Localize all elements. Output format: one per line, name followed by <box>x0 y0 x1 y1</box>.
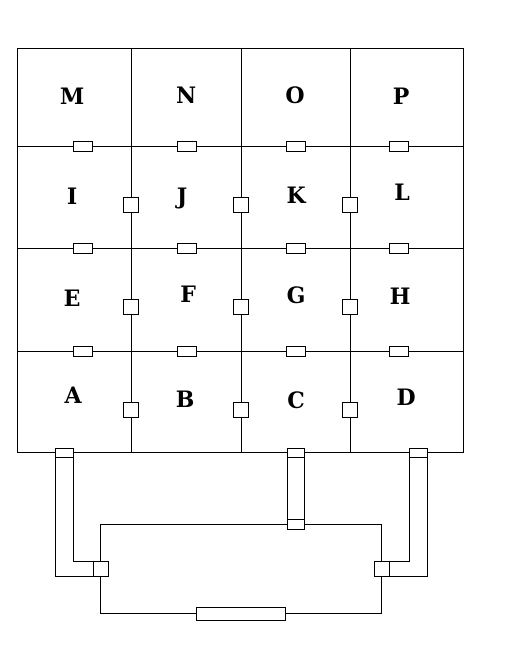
room-label: L <box>394 180 409 206</box>
corridor-right-inner <box>389 453 410 562</box>
door <box>73 346 93 357</box>
corridors <box>55 453 428 614</box>
door <box>177 346 197 357</box>
door <box>286 141 306 152</box>
room-label: F <box>180 282 196 308</box>
room-label: B <box>176 387 195 413</box>
door <box>177 141 197 152</box>
corridor-left-outer <box>55 453 93 577</box>
door <box>73 243 93 254</box>
room-label: J <box>175 184 187 210</box>
door <box>123 402 139 418</box>
door <box>389 243 409 254</box>
door <box>389 141 409 152</box>
door <box>177 243 197 254</box>
room-label: I <box>67 184 77 210</box>
door <box>123 299 139 315</box>
door <box>196 607 286 621</box>
door <box>342 402 358 418</box>
door <box>233 299 249 315</box>
door <box>287 519 305 530</box>
door <box>287 448 305 458</box>
corridor-doors <box>55 448 428 621</box>
room-label: N <box>176 83 196 109</box>
door <box>286 243 306 254</box>
corridor-loop-top-right <box>305 524 382 562</box>
door <box>123 197 139 213</box>
room-label: H <box>390 284 411 310</box>
room-label: G <box>287 283 306 309</box>
door <box>233 197 249 213</box>
door <box>233 402 249 418</box>
room-label: C <box>287 388 305 414</box>
corridor-loop-bottom-right <box>286 576 382 614</box>
door <box>93 561 109 577</box>
grid-border <box>17 48 464 453</box>
room-label: O <box>285 83 304 109</box>
door <box>374 561 390 577</box>
door <box>55 448 74 458</box>
door <box>73 141 93 152</box>
room-label: M <box>60 84 84 110</box>
door <box>342 197 358 213</box>
corridor-right-outer <box>389 453 428 577</box>
room-label: D <box>396 385 415 411</box>
vertical-doors <box>123 197 358 418</box>
room-label: E <box>64 286 81 312</box>
room-label: P <box>393 84 410 110</box>
corridor-loop-top-left <box>100 524 287 562</box>
door <box>389 346 409 357</box>
door <box>409 448 428 458</box>
door <box>286 346 306 357</box>
corridor-left-inner <box>73 453 93 562</box>
room-label: A <box>63 383 82 409</box>
door <box>342 299 358 315</box>
room-label: K <box>286 183 306 209</box>
room-labels: M N O P I J K L E F G H A B C D <box>60 83 416 414</box>
corridor-loop-bottom-left <box>100 576 196 614</box>
horizontal-doors <box>73 141 409 357</box>
